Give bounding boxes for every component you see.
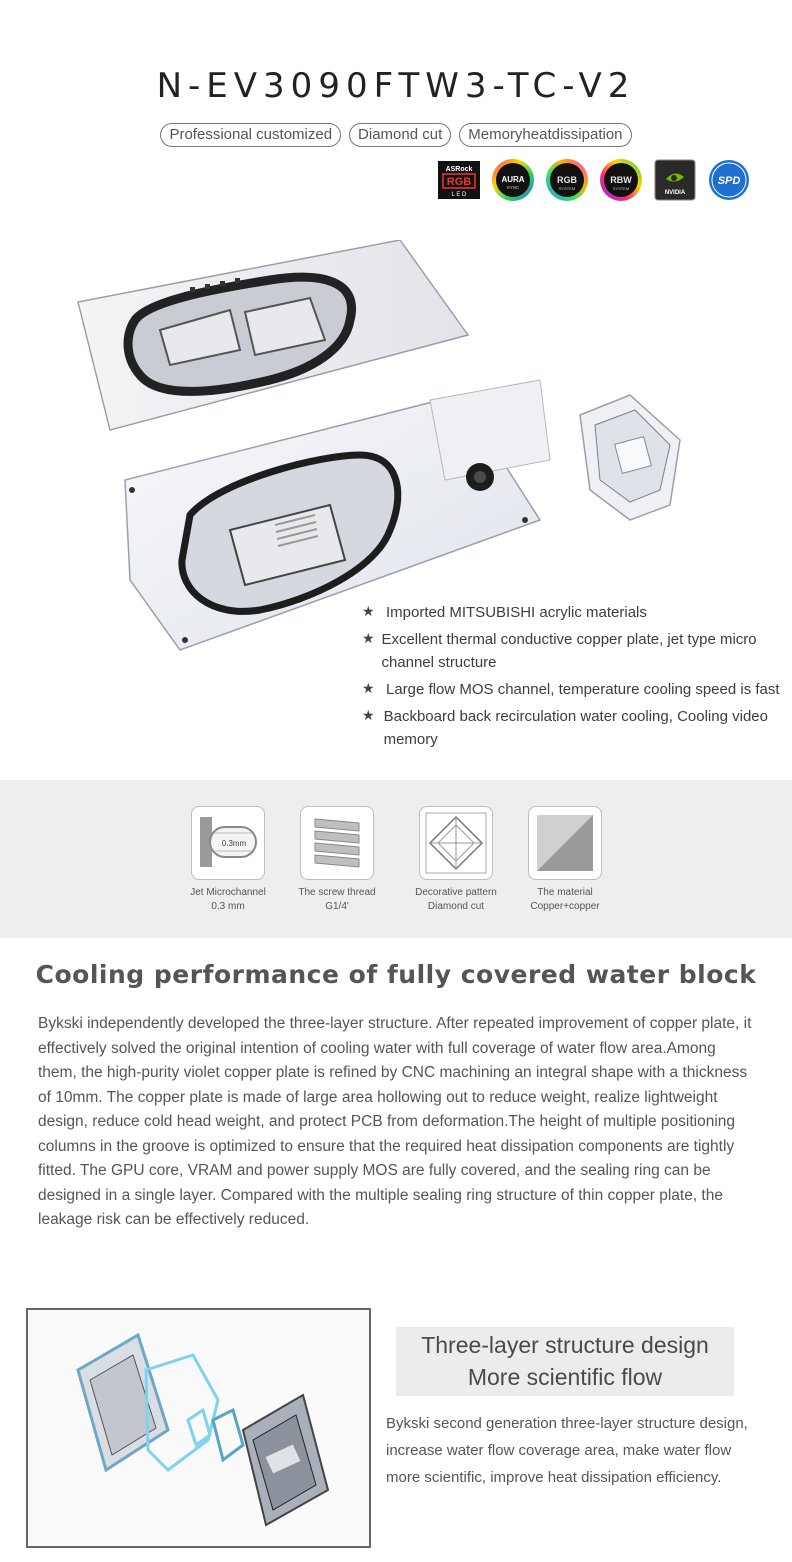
spec-jet-microchannel: 0.3mm Jet Microchannel 0.3 mm xyxy=(168,806,288,914)
star-icon: ★ xyxy=(362,604,375,620)
feature-item: ★ Excellent thermal conductive copper pl… xyxy=(362,628,782,674)
feature-text: Backboard back recirculation water cooli… xyxy=(383,708,768,748)
svg-text:SYSTEM: SYSTEM xyxy=(613,186,629,191)
backplate-illustration xyxy=(77,240,470,431)
svg-text:NVIDIA: NVIDIA xyxy=(665,190,686,196)
material-icon xyxy=(528,806,602,880)
feature-text: Excellent thermal conductive copper plat… xyxy=(381,631,757,671)
spec-label: Decorative pattern Diamond cut xyxy=(396,886,516,914)
spec-title: Jet Microchannel xyxy=(190,887,266,898)
asrock-rgb-led-logo: ASRock RGB L E D xyxy=(438,161,480,199)
feature-item: ★ Backboard back recirculation water coo… xyxy=(362,705,782,751)
spec-title: The screw thread xyxy=(298,887,376,898)
feature-item: ★ Imported MITSUBISHI acrylic materials xyxy=(362,601,782,624)
microchannel-size-label: 0.3mm xyxy=(222,839,247,848)
tag-row: Professional customized Diamond cut Memo… xyxy=(0,123,792,147)
svg-text:SPD: SPD xyxy=(718,175,741,187)
star-icon: ★ xyxy=(362,681,375,697)
compatibility-logos: ASRock RGB L E D AURA SYNC RGB SYSTEM xyxy=(436,157,752,203)
tag-memory-heat-dissipation: Memoryheatdissipation xyxy=(459,123,632,147)
screw-thread-icon xyxy=(300,806,374,880)
spec-decorative-pattern: Decorative pattern Diamond cut xyxy=(396,806,516,914)
spd-logo: SPD xyxy=(709,160,749,200)
terminal-illustration xyxy=(579,394,681,521)
spec-label: The material Copper+copper xyxy=(505,886,625,914)
section-body: Bykski independently developed the three… xyxy=(38,1015,752,1228)
aura-sync-logo: AURA SYNC xyxy=(492,159,534,201)
star-icon: ★ xyxy=(362,631,375,647)
three-layer-body: Bykski second generation three-layer str… xyxy=(386,1415,748,1486)
water-block-product-illustration xyxy=(77,240,681,651)
spec-screw-thread: The screw thread G1/4' xyxy=(277,806,397,914)
section-heading: Cooling performance of fully covered wat… xyxy=(35,960,757,989)
bykski-rbw-system-logo: RBW SYSTEM xyxy=(600,159,642,201)
spec-band xyxy=(0,780,792,938)
feature-item: ★ Large flow MOS channel, temperature co… xyxy=(362,678,782,701)
nvidia-logo: NVIDIA xyxy=(654,159,696,201)
spec-value: 0.3 mm xyxy=(211,901,245,912)
svg-text:SYNC: SYNC xyxy=(507,185,520,190)
three-layer-illustration xyxy=(76,1332,330,1527)
svg-text:L E D: L E D xyxy=(452,192,467,198)
tag-diamond-cut: Diamond cut xyxy=(349,123,452,147)
jet-microchannel-icon: 0.3mm xyxy=(191,806,265,880)
three-layer-title-box: Three-layer structure design More scient… xyxy=(396,1327,734,1396)
spec-label: Jet Microchannel 0.3 mm xyxy=(168,886,288,914)
model-title: N-EV3090FTW3-TC-V2 xyxy=(156,66,636,106)
bykski-rgb-system-logo: RGB SYSTEM xyxy=(546,159,588,201)
feature-list: ★ Imported MITSUBISHI acrylic materials … xyxy=(362,601,782,755)
diamond-pattern-icon xyxy=(419,806,493,880)
three-layer-title-line2: More scientific flow xyxy=(467,1364,663,1390)
spec-label: The screw thread G1/4' xyxy=(277,886,397,914)
three-layer-illustration-frame xyxy=(26,1308,371,1548)
spec-title: Decorative pattern xyxy=(415,887,497,898)
feature-text: Imported MITSUBISHI acrylic materials xyxy=(386,604,647,621)
spec-value: G1/4' xyxy=(325,901,349,912)
acrylic-block-illustration xyxy=(124,379,551,651)
svg-text:ASRock: ASRock xyxy=(446,166,473,173)
svg-text:AURA: AURA xyxy=(501,175,524,184)
svg-text:RGB: RGB xyxy=(447,176,472,188)
spec-value: Diamond cut xyxy=(427,901,485,912)
spec-title: The material xyxy=(537,887,593,898)
spec-material: The material Copper+copper xyxy=(505,806,625,914)
spec-value: Copper+copper xyxy=(530,901,600,912)
svg-text:RBW: RBW xyxy=(610,175,632,185)
three-layer-title-line1: Three-layer structure design xyxy=(421,1332,709,1358)
tag-professional-customized: Professional customized xyxy=(160,123,342,147)
star-icon: ★ xyxy=(362,708,375,724)
feature-text: Large flow MOS channel, temperature cool… xyxy=(386,681,780,698)
svg-text:SYSTEM: SYSTEM xyxy=(559,186,575,191)
svg-text:RGB: RGB xyxy=(557,175,578,185)
